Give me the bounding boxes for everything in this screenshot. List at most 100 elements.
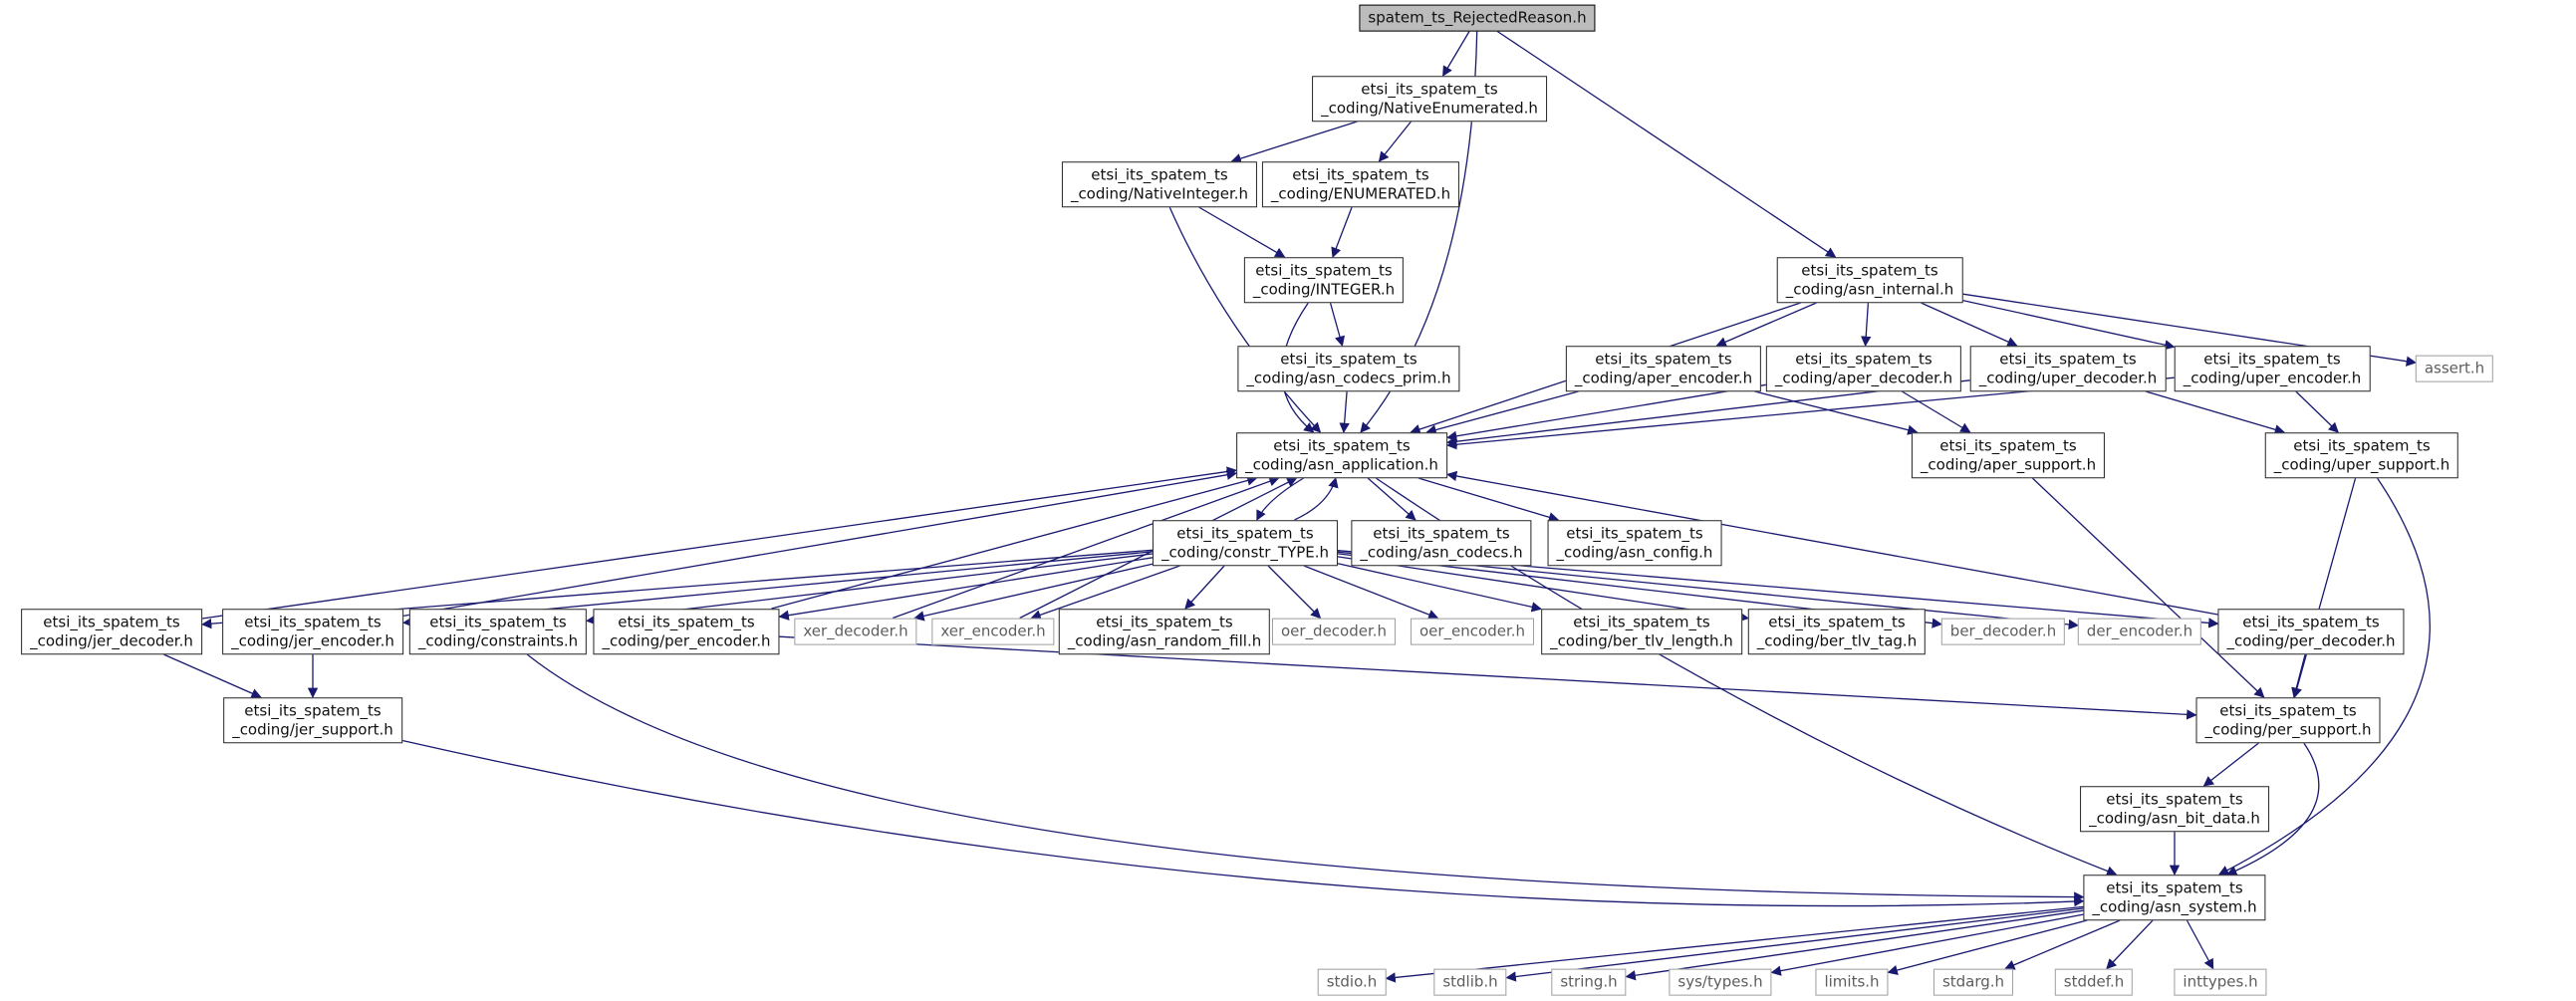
node-oer-encoder: oer_encoder.h	[1410, 618, 1535, 645]
edge-constr-type-to-per-encoder	[778, 557, 1154, 621]
node-label: _coding/constr_TYPE.h	[1160, 543, 1330, 561]
node-label: etsi_its_spatem_ts	[2106, 790, 2243, 809]
edge-uper-decoder-to-uper-support	[2145, 390, 2285, 435]
edge-constraints-to-asn-system	[526, 653, 2085, 902]
edge-per-decoder-to-per-support	[2291, 653, 2306, 699]
node-ber-decoder: ber_decoder.h	[1940, 618, 2066, 645]
edge-native-integer-to-integer	[1198, 206, 1286, 258]
edge-asn-internal-to-uper-encoder	[1962, 299, 2176, 351]
node-aper-decoder[interactable]: etsi_its_spatem_ts_coding/aper_decoder.h	[1765, 346, 1962, 391]
node-label: stdarg.h	[1941, 972, 2005, 991]
edge-constr-type-to-oer-encoder	[1303, 565, 1439, 620]
edge-aper-decoder-to-aper-support	[1901, 390, 1971, 433]
node-label: assert.h	[2424, 359, 2485, 377]
node-label: etsi_its_spatem_ts	[1096, 613, 1233, 631]
node-label: _coding/asn_random_fill.h	[1067, 631, 1262, 649]
edge-asn-system-to-stddef	[2106, 919, 2154, 970]
node-label: etsi_its_spatem_ts	[43, 613, 180, 631]
node-jer-decoder[interactable]: etsi_its_spatem_ts_coding/jer_decoder.h	[21, 609, 202, 654]
node-constraints[interactable]: etsi_its_spatem_ts_coding/constraints.h	[408, 609, 588, 654]
node-native-integer[interactable]: etsi_its_spatem_ts_coding/NativeInteger.…	[1061, 161, 1258, 207]
edge-xer-decoder-to-asn-application	[892, 476, 1280, 620]
node-asn-system[interactable]: etsi_its_spatem_ts_coding/asn_system.h	[2083, 875, 2266, 920]
node-label: etsi_its_spatem_ts	[1573, 613, 1710, 631]
node-der-encoder: der_encoder.h	[2077, 618, 2202, 645]
node-asn-internal[interactable]: etsi_its_spatem_ts_coding/asn_internal.h	[1776, 257, 1963, 303]
node-label: _coding/NativeInteger.h	[1070, 184, 1249, 202]
edge-constr-type-to-xer-decoder	[913, 563, 1154, 622]
node-native-enumerated[interactable]: etsi_its_spatem_ts_coding/NativeEnumerat…	[1312, 76, 1547, 122]
node-label: limits.h	[1824, 972, 1880, 991]
node-enumerated[interactable]: etsi_its_spatem_ts_coding/ENUMERATED.h	[1261, 161, 1460, 207]
edge-integer-to-asn-codecs-prim	[1329, 302, 1345, 348]
node-label: stddef.h	[2063, 972, 2125, 991]
node-label: etsi_its_spatem_ts	[1280, 350, 1417, 369]
edge-constr-type-to-asn-random-fill	[1184, 565, 1225, 610]
edge-aper-encoder-to-aper-support	[1754, 390, 1919, 435]
node-stdio: stdio.h	[1317, 968, 1387, 996]
node-label: etsi_its_spatem_ts	[1795, 350, 1932, 369]
node-constr-type[interactable]: etsi_its_spatem_ts_coding/constr_TYPE.h	[1152, 520, 1339, 566]
node-label: _coding/ber_tlv_tag.h	[1756, 631, 1918, 649]
node-label: der_encoder.h	[2086, 622, 2193, 640]
node-label: etsi_its_spatem_ts	[1292, 165, 1429, 184]
node-stddef: stddef.h	[2054, 968, 2134, 996]
node-oer-decoder: oer_decoder.h	[1271, 618, 1397, 645]
node-asn-config[interactable]: etsi_its_spatem_ts_coding/asn_config.h	[1547, 520, 1722, 566]
node-aper-support[interactable]: etsi_its_spatem_ts_coding/aper_support.h	[1911, 432, 2106, 478]
node-per-encoder[interactable]: etsi_its_spatem_ts_coding/per_encoder.h	[593, 609, 780, 654]
node-aper-encoder[interactable]: etsi_its_spatem_ts_coding/aper_encoder.h	[1565, 346, 1762, 391]
node-label: etsi_its_spatem_ts	[2293, 436, 2431, 455]
node-asn-random-fill[interactable]: etsi_its_spatem_ts_coding/asn_random_fil…	[1058, 609, 1271, 654]
node-asn-application[interactable]: etsi_its_spatem_ts_coding/asn_applicatio…	[1236, 432, 1447, 478]
node-jer-support[interactable]: etsi_its_spatem_ts_coding/jer_support.h	[223, 697, 402, 743]
node-stdarg: stdarg.h	[1932, 968, 2014, 996]
edge-asn-internal-to-aper-encoder	[1715, 302, 1817, 348]
edge-uper-support-to-asn-system	[2217, 477, 2431, 876]
edge-aper-support-to-per-support	[2031, 477, 2265, 698]
edge-jer-decoder-to-asn-application	[201, 466, 1238, 620]
node-label: xer_decoder.h	[803, 622, 908, 640]
node-label: _coding/per_encoder.h	[602, 631, 771, 649]
node-label: _coding/jer_decoder.h	[30, 631, 193, 649]
edge-asn-system-to-stdarg	[2004, 919, 2121, 970]
node-label: _coding/ENUMERATED.h	[1270, 184, 1451, 202]
node-uper-encoder[interactable]: etsi_its_spatem_ts_coding/uper_encoder.h	[2174, 346, 2371, 391]
node-label: _coding/constraints.h	[417, 631, 579, 649]
edge-asn-system-to-stdio	[1385, 905, 2084, 983]
node-label: etsi_its_spatem_ts	[1768, 613, 1906, 631]
node-label: etsi_its_spatem_ts	[1091, 165, 1228, 184]
edge-aper-encoder-to-asn-application	[1425, 390, 1579, 435]
node-asn-bit-data[interactable]: etsi_its_spatem_ts_coding/asn_bit_data.h	[2080, 786, 2269, 832]
edge-asn-application-to-asn-codecs	[1367, 477, 1417, 521]
edge-asn-system-to-stdlib	[1505, 907, 2084, 982]
node-label: stdlib.h	[1442, 972, 1498, 991]
node-ber-tlv-tag[interactable]: etsi_its_spatem_ts_coding/ber_tlv_tag.h	[1747, 609, 1927, 654]
node-label: oer_decoder.h	[1280, 622, 1388, 640]
node-integer[interactable]: etsi_its_spatem_ts_coding/INTEGER.h	[1243, 257, 1405, 303]
node-label: _coding/asn_application.h	[1245, 455, 1438, 473]
node-label: _coding/asn_system.h	[2092, 897, 2257, 915]
node-jer-encoder[interactable]: etsi_its_spatem_ts_coding/jer_encoder.h	[222, 609, 403, 654]
node-asn-codecs-prim[interactable]: etsi_its_spatem_ts_coding/asn_codecs_pri…	[1237, 346, 1460, 391]
edge-jer-decoder-to-jer-support	[162, 653, 262, 698]
edge-constr-type-to-ber-tlv-length	[1337, 563, 1543, 613]
edge-root-to-asn-internal	[1496, 30, 1837, 258]
node-ber-tlv-length[interactable]: etsi_its_spatem_ts_coding/ber_tlv_length…	[1541, 609, 1742, 654]
edge-enumerated-to-integer	[1331, 206, 1353, 258]
node-label: ber_decoder.h	[1949, 622, 2057, 640]
node-uper-decoder[interactable]: etsi_its_spatem_ts_coding/uper_decoder.h	[1969, 346, 2167, 391]
node-label: _coding/asn_internal.h	[1785, 280, 1954, 298]
edge-per-encoder-to-asn-application	[771, 475, 1258, 610]
edge-constr-type-to-ber-tlv-tag	[1337, 556, 1750, 623]
node-per-decoder[interactable]: etsi_its_spatem_ts_coding/per_decoder.h	[2217, 609, 2405, 654]
node-uper-support[interactable]: etsi_its_spatem_ts_coding/uper_support.h	[2264, 432, 2459, 478]
edge-asn-internal-to-uper-decoder	[1921, 302, 2018, 347]
node-asn-codecs[interactable]: etsi_its_spatem_ts_coding/asn_codecs.h	[1351, 520, 1532, 566]
node-xer-encoder: xer_encoder.h	[931, 618, 1055, 645]
node-per-support[interactable]: etsi_its_spatem_ts_coding/per_support.h	[2195, 697, 2381, 743]
node-label: etsi_its_spatem_ts	[244, 701, 382, 720]
edge-constr-type-to-xer-encoder	[1030, 565, 1180, 621]
edge-per-support-to-asn-system	[2226, 742, 2320, 876]
node-label: _coding/aper_encoder.h	[1574, 369, 1753, 386]
